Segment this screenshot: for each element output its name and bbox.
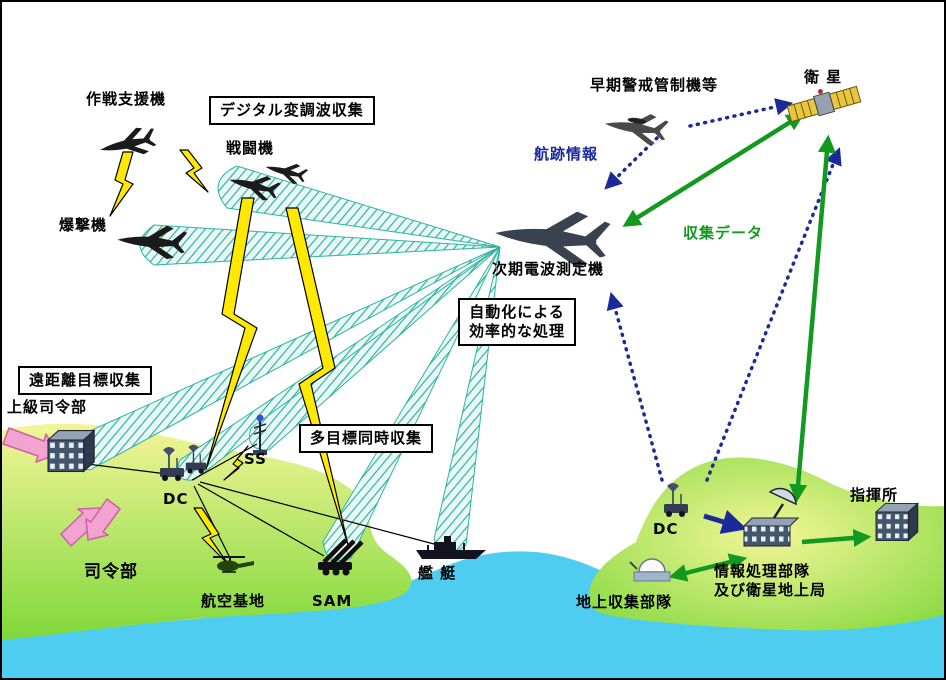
radome-icon: [629, 558, 671, 582]
comm-lines: [86, 443, 435, 559]
label-dc-right: DC: [653, 520, 679, 538]
sam-launcher-icon: [318, 538, 364, 576]
label-automation-line2: 効率的な処理: [469, 321, 566, 340]
senior-hq-building-icon: [47, 430, 95, 473]
label-digital-collection-box: デジタル変調波収集: [209, 96, 375, 125]
pink-command-arrow: [2, 427, 59, 463]
ship-icon: [416, 536, 486, 559]
label-fighter: 戦闘機: [226, 139, 275, 157]
pink-command-arrows: [2, 427, 121, 547]
label-automation-line1: 自動化による: [469, 303, 565, 321]
pink-command-arrow: [85, 498, 121, 541]
collected-data-arrows: [622, 113, 872, 582]
track-info-arrow: [606, 291, 664, 482]
label-info-processing: 情報処理部隊 及び衛星地上局: [714, 562, 826, 600]
label-senior-hq: 上級司令部: [7, 398, 88, 416]
label-ships: 艦 艇: [418, 564, 457, 582]
left-landmass: [2, 423, 412, 640]
lightning-bolt: [223, 445, 249, 481]
collected-data-arrow: [801, 529, 872, 547]
label-long-range-box: 遠距離目標収集: [18, 366, 153, 395]
ground-station-icon: [742, 487, 800, 547]
sea-water: [2, 551, 944, 678]
lightning-bolt: [109, 151, 134, 217]
track-info-arrow: [688, 98, 794, 128]
satellite-icon: [786, 85, 862, 123]
collected-data-arrow: [668, 553, 748, 582]
collected-data-arrow: [622, 113, 805, 227]
collected-data-arrow: [789, 134, 836, 503]
label-ground-collection: 地上収集部隊: [576, 593, 673, 611]
lightning-bolt: [205, 197, 258, 470]
label-sigint-aircraft: 次期電波測定機: [492, 260, 605, 278]
label-satellite: 衛 星: [804, 68, 843, 86]
label-track-info: 航跡情報: [534, 145, 599, 163]
ss-antenna-icon: [253, 414, 267, 455]
label-ss: SS: [244, 450, 267, 468]
track-info-arrow: [705, 147, 842, 482]
label-support-aircraft: 作戦支援機: [86, 90, 167, 108]
awacs-aircraft-icon: [602, 108, 670, 147]
label-info-processing-line1: 情報処理部隊: [714, 562, 811, 580]
track-info-arrow: [604, 136, 659, 190]
label-bomber: 爆撃機: [59, 216, 108, 234]
lightning-bolt: [285, 207, 349, 546]
dc-link-arrow: [703, 509, 748, 534]
command-post-building-icon: [875, 502, 919, 541]
label-info-processing-line2: 及び衛星地上局: [714, 580, 827, 599]
label-hq: 司令部: [84, 562, 138, 582]
lightning-bolt: [193, 507, 229, 565]
lightning-bolts: [109, 149, 349, 565]
label-command-post: 指揮所: [850, 486, 899, 504]
beam-to-sam: [322, 246, 501, 562]
beam-to-fighter: [217, 165, 501, 248]
label-dc-left: DC: [163, 490, 189, 508]
label-collected-data: 収集データ: [683, 224, 764, 242]
helicopter-icon: [213, 556, 254, 573]
label-multi-target-box: 多目標同時収集: [299, 424, 434, 453]
label-early-warning: 早期警戒管制機等: [590, 76, 719, 94]
label-air-base: 航空基地: [201, 592, 266, 610]
label-automation-box: 自動化による 効率的な処理: [458, 298, 577, 346]
lightning-bolt: [179, 149, 209, 193]
label-sam: SAM: [312, 592, 353, 610]
